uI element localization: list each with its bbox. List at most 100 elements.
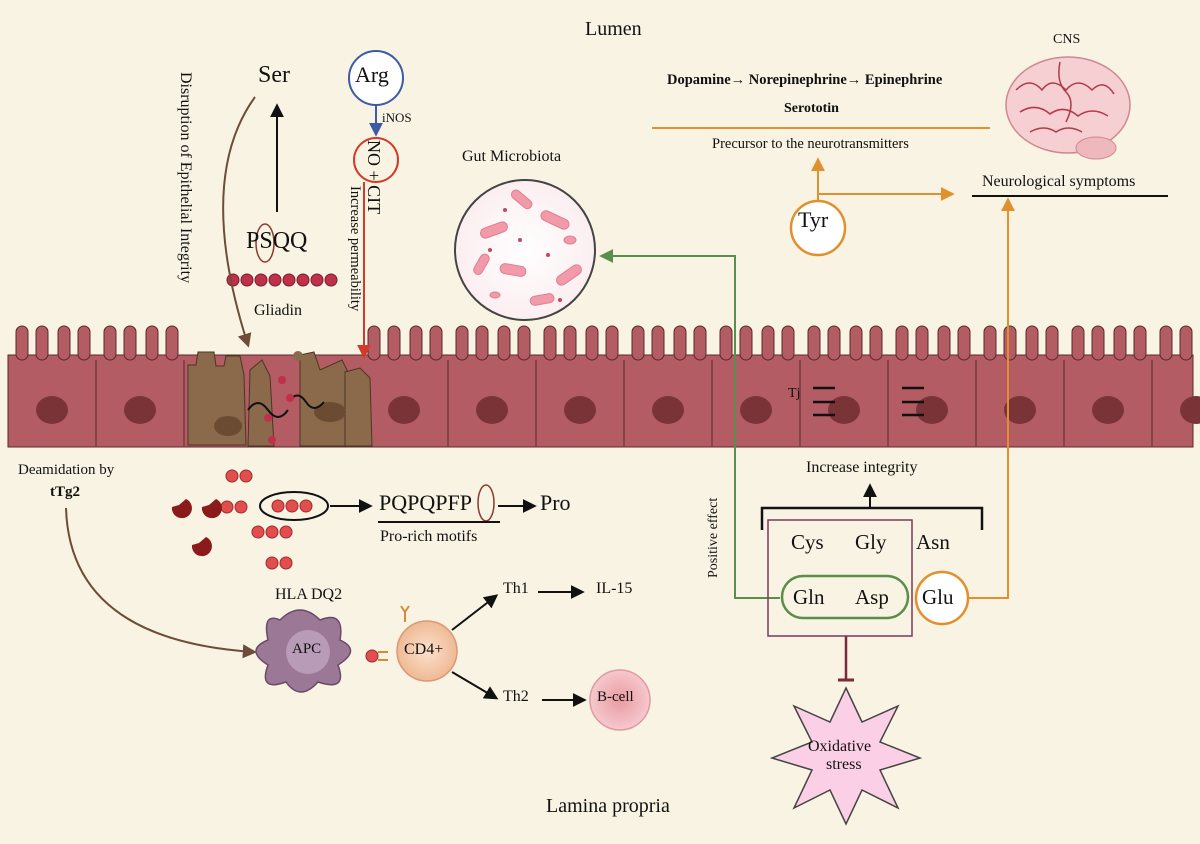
microvillus xyxy=(631,325,645,361)
microvillus xyxy=(543,325,557,361)
microvillus xyxy=(35,325,49,361)
ser-to-epithelium-arrow xyxy=(222,96,256,348)
cys-label: Cys xyxy=(791,530,824,554)
microvillus xyxy=(585,325,599,361)
microvillus xyxy=(517,325,531,361)
psqq-label: PSQQ xyxy=(246,228,308,254)
microvillus xyxy=(693,325,707,361)
microvillus xyxy=(849,325,863,361)
stress-label: stress xyxy=(826,756,862,773)
glu-circle xyxy=(914,570,970,626)
pqpqpfp-label: PQPQPFP xyxy=(379,490,472,515)
microvillus xyxy=(739,325,753,361)
microvillus xyxy=(367,325,381,361)
ttg2-enzymes xyxy=(171,499,222,557)
cell-nucleus xyxy=(652,396,684,424)
microvillus xyxy=(1159,325,1173,361)
bcell-circle xyxy=(589,669,651,731)
microvillus xyxy=(937,325,951,361)
glu-label: Glu xyxy=(922,585,954,609)
asp-label: Asp xyxy=(855,585,889,609)
deamidation-arrow xyxy=(65,507,257,659)
cell-nucleus xyxy=(740,396,772,424)
tyr-label: Tyr xyxy=(798,207,829,232)
microvillus xyxy=(475,325,489,361)
microvillus xyxy=(497,325,511,361)
microvillus xyxy=(915,325,929,361)
microvillus xyxy=(605,325,619,361)
asn-label: Asn xyxy=(916,530,950,554)
integrity-bracket xyxy=(760,506,984,530)
microvillus xyxy=(103,325,117,361)
increase-permeability-label: Increase permeability xyxy=(347,186,363,312)
disruption-label: Disruption of Epithelial Integrity xyxy=(177,72,194,284)
positive-effect-label: Positive effect xyxy=(706,497,721,578)
apc-label: APC xyxy=(292,641,322,657)
microvillus xyxy=(1113,325,1127,361)
arg-label: Arg xyxy=(355,62,389,87)
microvillus xyxy=(165,325,179,361)
th1-label: Th1 xyxy=(503,580,529,597)
lumen-label: Lumen xyxy=(585,18,642,40)
microvillus xyxy=(807,325,821,361)
microvillus xyxy=(57,325,71,361)
microvillus xyxy=(563,325,577,361)
brain-icon xyxy=(1005,56,1131,160)
cd4-receptor xyxy=(400,605,410,622)
tj-label: Tj xyxy=(788,386,801,401)
neurotransmitter-chain: Dopamine→ Norepinephrine→ Epinephrine xyxy=(667,72,943,88)
cell-nucleus xyxy=(476,396,508,424)
microvillus xyxy=(1071,325,1085,361)
microvillus xyxy=(673,325,687,361)
cell-nucleus xyxy=(1092,396,1124,424)
gln-label: Gln xyxy=(793,585,825,609)
lamina-propria-label: Lamina propria xyxy=(546,795,670,817)
deamidation-label: Deamidation by xyxy=(18,462,115,478)
microvillus xyxy=(409,325,423,361)
th2-label: Th2 xyxy=(503,688,529,705)
ttg2-label: tTg2 xyxy=(50,484,80,500)
apc-cell xyxy=(255,609,352,693)
cell-nucleus xyxy=(124,396,156,424)
tight-junctions xyxy=(813,386,924,417)
no-cit-circle xyxy=(353,137,399,183)
microvillus xyxy=(869,325,883,361)
microvillus xyxy=(145,325,159,361)
cell-nucleus xyxy=(828,396,860,424)
ser-label: Ser xyxy=(258,62,290,88)
positive-effect-arrow xyxy=(599,249,780,599)
arg-circle xyxy=(348,50,404,106)
microbiota-circle xyxy=(454,179,596,321)
cell-nucleus xyxy=(916,396,948,424)
microvillus xyxy=(781,325,795,361)
microvillus xyxy=(1133,325,1147,361)
microvillus xyxy=(123,325,137,361)
microvillus xyxy=(1025,325,1039,361)
glu-to-symptoms-arrow xyxy=(968,197,1015,599)
cell-nucleus xyxy=(36,396,68,424)
cd4-label: CD4+ xyxy=(404,641,444,658)
pqpq-p-highlight xyxy=(477,484,495,522)
cell-nucleus xyxy=(388,396,420,424)
microvillus xyxy=(957,325,971,361)
increase-integrity-label: Increase integrity xyxy=(806,459,918,476)
serotonin-label: Serototin xyxy=(784,101,839,116)
amino-acid-box xyxy=(767,519,913,637)
pro-rich-label: Pro-rich motifs xyxy=(380,528,478,545)
no-cit-label: NO + CIT xyxy=(364,140,384,215)
microvillus xyxy=(387,325,401,361)
microvillus xyxy=(1179,325,1193,361)
gly-label: Gly xyxy=(855,530,887,554)
microvillus xyxy=(983,325,997,361)
gliadin-beads xyxy=(226,273,338,287)
microvillus xyxy=(651,325,665,361)
bcell-label: B-cell xyxy=(597,689,634,705)
hla-label: HLA DQ2 xyxy=(275,586,343,603)
cell-nucleus xyxy=(1004,396,1036,424)
precursor-label: Precursor to the neurotransmitters xyxy=(712,136,909,152)
il15-label: IL-15 xyxy=(596,580,633,597)
neurological-symptoms-label: Neurological symptoms xyxy=(982,173,1136,190)
gln-asp-pill xyxy=(780,574,910,620)
microvillus xyxy=(761,325,775,361)
